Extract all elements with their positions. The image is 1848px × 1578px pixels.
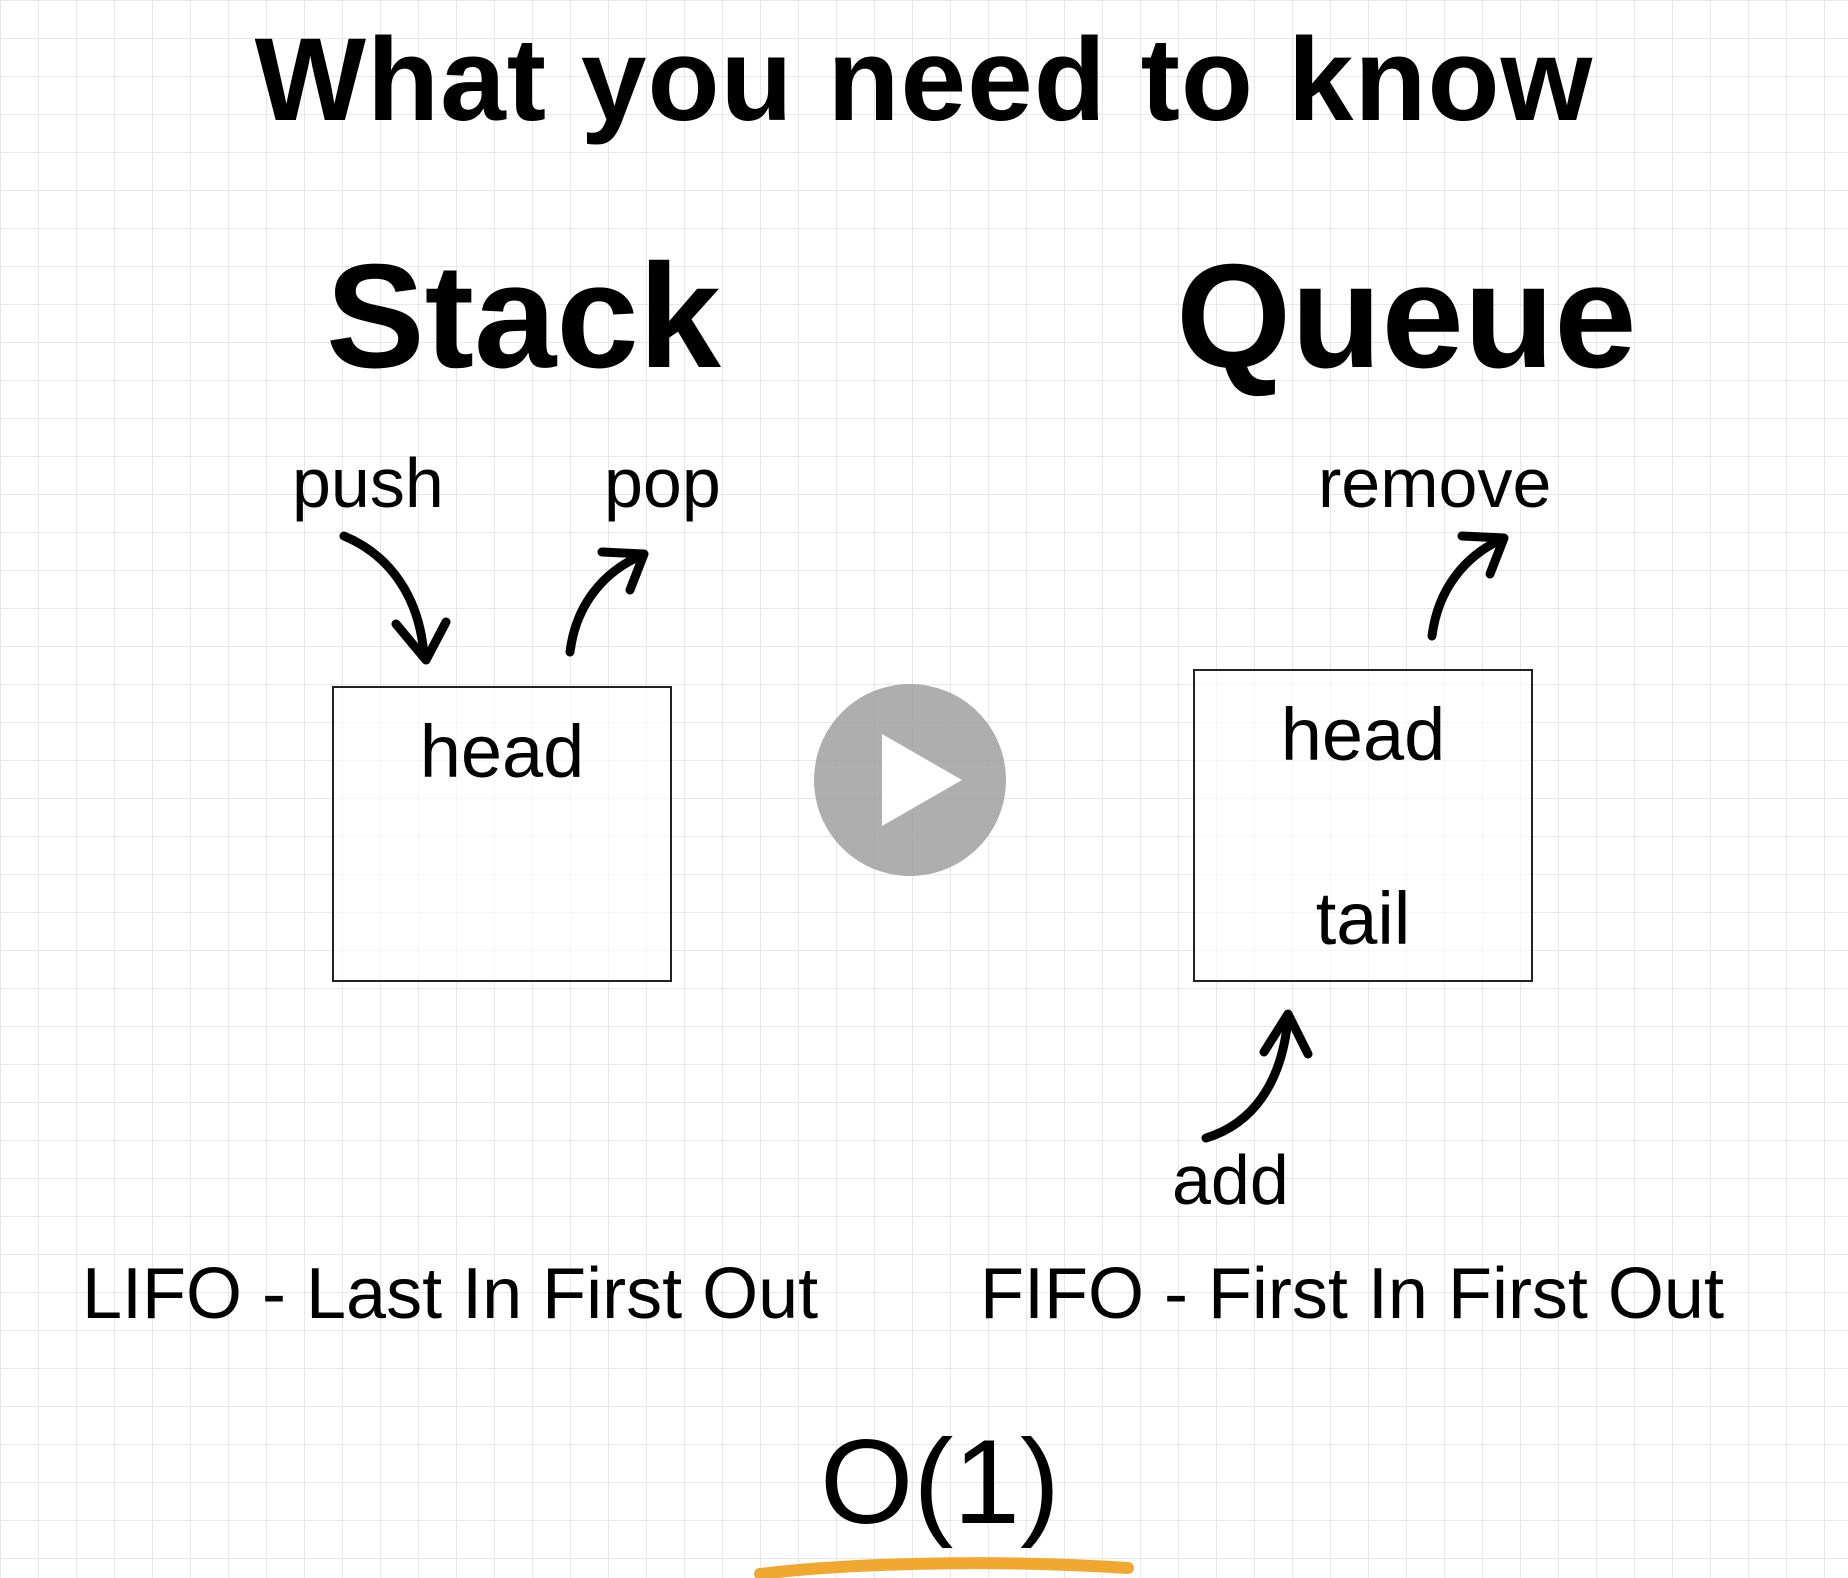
pop-label: pop — [604, 444, 721, 522]
queue-description: FIFO - First In First Out — [980, 1254, 1724, 1334]
add-label: add — [1172, 1141, 1289, 1219]
remove-label: remove — [1318, 444, 1552, 522]
page-title: What you need to know — [254, 14, 1594, 146]
push-label: push — [292, 444, 444, 522]
queue-box: head tail — [1193, 669, 1533, 982]
stack-description: LIFO - Last In First Out — [82, 1254, 819, 1334]
queue-tail-label: tail — [1315, 877, 1411, 960]
stack-box: head — [332, 686, 672, 982]
stack-head-label: head — [419, 710, 585, 793]
stack-heading: Stack — [326, 234, 721, 399]
queue-head-label: head — [1280, 693, 1446, 776]
queue-heading: Queue — [1176, 234, 1637, 399]
play-icon — [882, 734, 962, 826]
play-button[interactable] — [814, 684, 1006, 876]
complexity-label: O(1) — [820, 1415, 1060, 1549]
